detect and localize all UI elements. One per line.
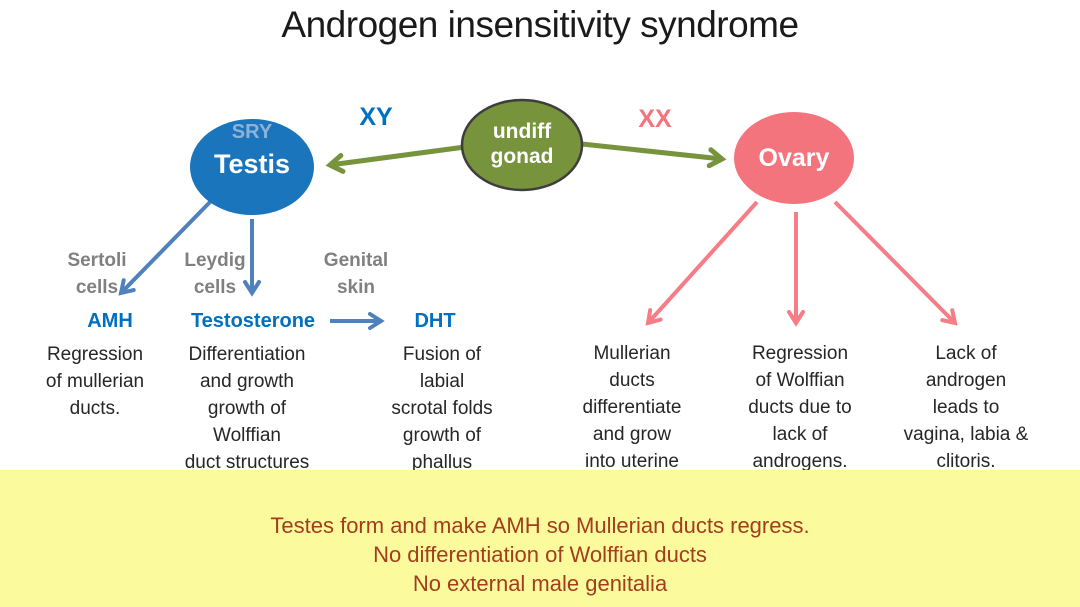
page-title: Androgen insensitivity syndrome <box>281 4 799 45</box>
arrow-testis-to-amh <box>118 199 213 296</box>
sry-gene-label: SRY <box>231 121 273 143</box>
sertoli-cells-label: Sertoli cells <box>67 250 127 298</box>
testosterone-hormone-label: Testosterone <box>190 310 316 332</box>
leydig-cells-label: Leydig cells <box>184 250 246 298</box>
summary-banner: Testes form and make AMH so Mullerian du… <box>0 470 1080 607</box>
mullerian-ducts-outcome-text: Mullerian ducts differentiate and grow i… <box>582 343 682 472</box>
ovary-node-shape <box>734 112 854 204</box>
testis-label: Testis <box>213 149 291 179</box>
arrow-undiff-to-ovary <box>581 141 727 169</box>
xy-karyotype-label: XY <box>359 103 393 131</box>
dht-hormone-label: DHT <box>414 310 456 332</box>
summary-line-1: Testes form and make AMH so Mullerian du… <box>270 513 810 538</box>
wolffian-regression-outcome-text: Regression of Wolffian ducts due to lack… <box>748 343 852 472</box>
ovary-label: Ovary <box>758 144 830 172</box>
arrow-undiff-to-testis <box>325 144 466 174</box>
amh-hormone-label: AMH <box>87 310 133 332</box>
amh-outcome-text: Regression of mullerian ducts. <box>45 344 145 419</box>
dht-outcome-text: Fusion of labial scrotal folds growth of… <box>391 344 493 473</box>
summary-line-3: No external male genitalia <box>412 571 668 596</box>
undiff-gonad-node-shape <box>460 98 584 192</box>
testis-node-shape <box>190 119 314 215</box>
external-genitalia-outcome-text: Lack of androgen leads to vagina, labia … <box>903 343 1029 472</box>
arrow-ovary-to-external <box>833 200 958 326</box>
undiff-gonad-label: undiff gonad <box>490 120 554 168</box>
genital-skin-label: Genital skin <box>323 250 389 298</box>
xx-karyotype-label: XX <box>638 105 672 133</box>
summary-line-2: No differentiation of Wolffian ducts <box>373 542 707 567</box>
testosterone-outcome-text: Differentiation and growth growth of Wol… <box>184 344 310 473</box>
arrow-ovary-to-mullerian <box>645 200 759 326</box>
